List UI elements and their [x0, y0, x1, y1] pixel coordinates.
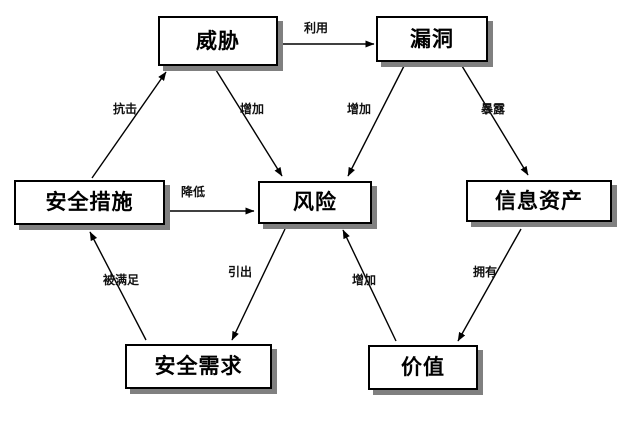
edge-label-risk-derives-requirement: 引出 — [228, 265, 253, 279]
node-value-label: 价值 — [401, 355, 445, 379]
node-threat[interactable]: 威胁 — [158, 16, 278, 66]
edge-label-safeguard-reduces-risk: 降低 — [181, 185, 206, 199]
edge-label-requirement-satisfied-by-safeguard: 被满足 — [103, 273, 140, 287]
connector-vulnerability-exposes-asset — [461, 65, 529, 176]
node-requirement[interactable]: 安全需求 — [125, 344, 272, 389]
node-requirement-label: 安全需求 — [154, 354, 243, 378]
connector-asset-has-value — [457, 228, 522, 342]
node-asset[interactable]: 信息资产 — [466, 180, 612, 222]
connector-safeguard-counters-threat — [91, 71, 167, 179]
connector-value-increases-risk — [342, 229, 397, 342]
connector-requirement-satisfied-by-safeguard — [89, 231, 147, 341]
node-safeguard[interactable]: 安全措施 — [14, 180, 165, 225]
node-vulnerability-label: 漏洞 — [410, 26, 454, 51]
connector-vulnerability-increases-risk — [347, 65, 405, 177]
node-safeguard-label: 安全措施 — [45, 190, 134, 214]
connector-threat-increases-risk — [215, 69, 283, 177]
edge-label-vulnerability-increases-risk: 增加 — [347, 102, 372, 116]
edge-label-threat-increases-risk: 增加 — [240, 102, 265, 116]
connector-risk-derives-requirement — [231, 228, 286, 341]
edge-label-asset-has-value: 拥有 — [473, 265, 498, 279]
node-risk[interactable]: 风险 — [258, 181, 372, 224]
node-value[interactable]: 价值 — [368, 345, 478, 390]
edge-label-safeguard-counters-threat: 抗击 — [113, 102, 138, 116]
edge-label-vulnerability-exposes-asset: 暴露 — [481, 102, 506, 116]
node-vulnerability[interactable]: 漏洞 — [376, 16, 488, 62]
edge-label-value-increases-risk: 增加 — [352, 273, 377, 287]
edge-label-threat-exploits-vulnerability: 利用 — [304, 21, 329, 35]
node-threat-label: 威胁 — [196, 28, 240, 53]
node-asset-label: 信息资产 — [495, 188, 583, 213]
node-risk-label: 风险 — [293, 190, 337, 214]
